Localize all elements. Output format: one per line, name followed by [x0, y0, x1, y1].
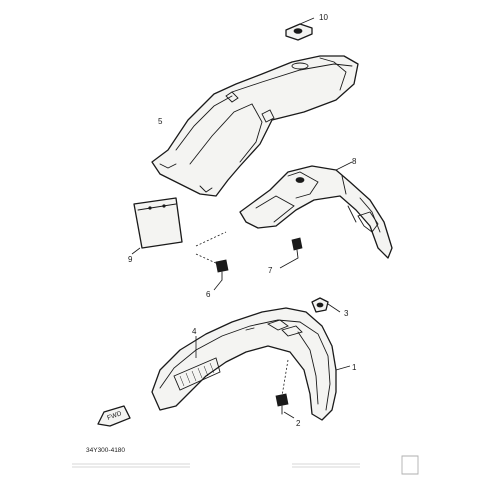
label-part-9: 9 [128, 255, 133, 264]
catalog-code: 34Y300-4180 [86, 447, 125, 454]
label-part-10: 10 [319, 13, 328, 22]
part-10-clip[interactable] [285, 17, 315, 41]
label-part-8: 8 [352, 157, 357, 166]
faded-footer-marks [72, 455, 419, 475]
label-part-7: 7 [268, 266, 273, 275]
label-part-6: 6 [206, 290, 211, 299]
part-9-number-plate[interactable] [131, 197, 183, 255]
label-part-4: 4 [192, 327, 197, 336]
label-part-2: 2 [296, 419, 301, 428]
part-5-rear-fender[interactable] [151, 55, 359, 197]
part-7-bolt[interactable] [279, 237, 303, 269]
part-8-rear-bracket[interactable] [239, 161, 393, 259]
part-1-front-fender[interactable] [151, 307, 351, 421]
fwd-arrow-mark: FWD [97, 405, 131, 427]
label-part-3: 3 [344, 309, 349, 318]
part-6-bolt[interactable] [195, 231, 229, 291]
label-part-5: 5 [158, 117, 163, 126]
part-2-bolt[interactable] [275, 359, 295, 419]
fwd-text: FWD [106, 410, 123, 422]
label-part-1: 1 [352, 363, 357, 372]
part-3-clip[interactable] [311, 297, 341, 313]
